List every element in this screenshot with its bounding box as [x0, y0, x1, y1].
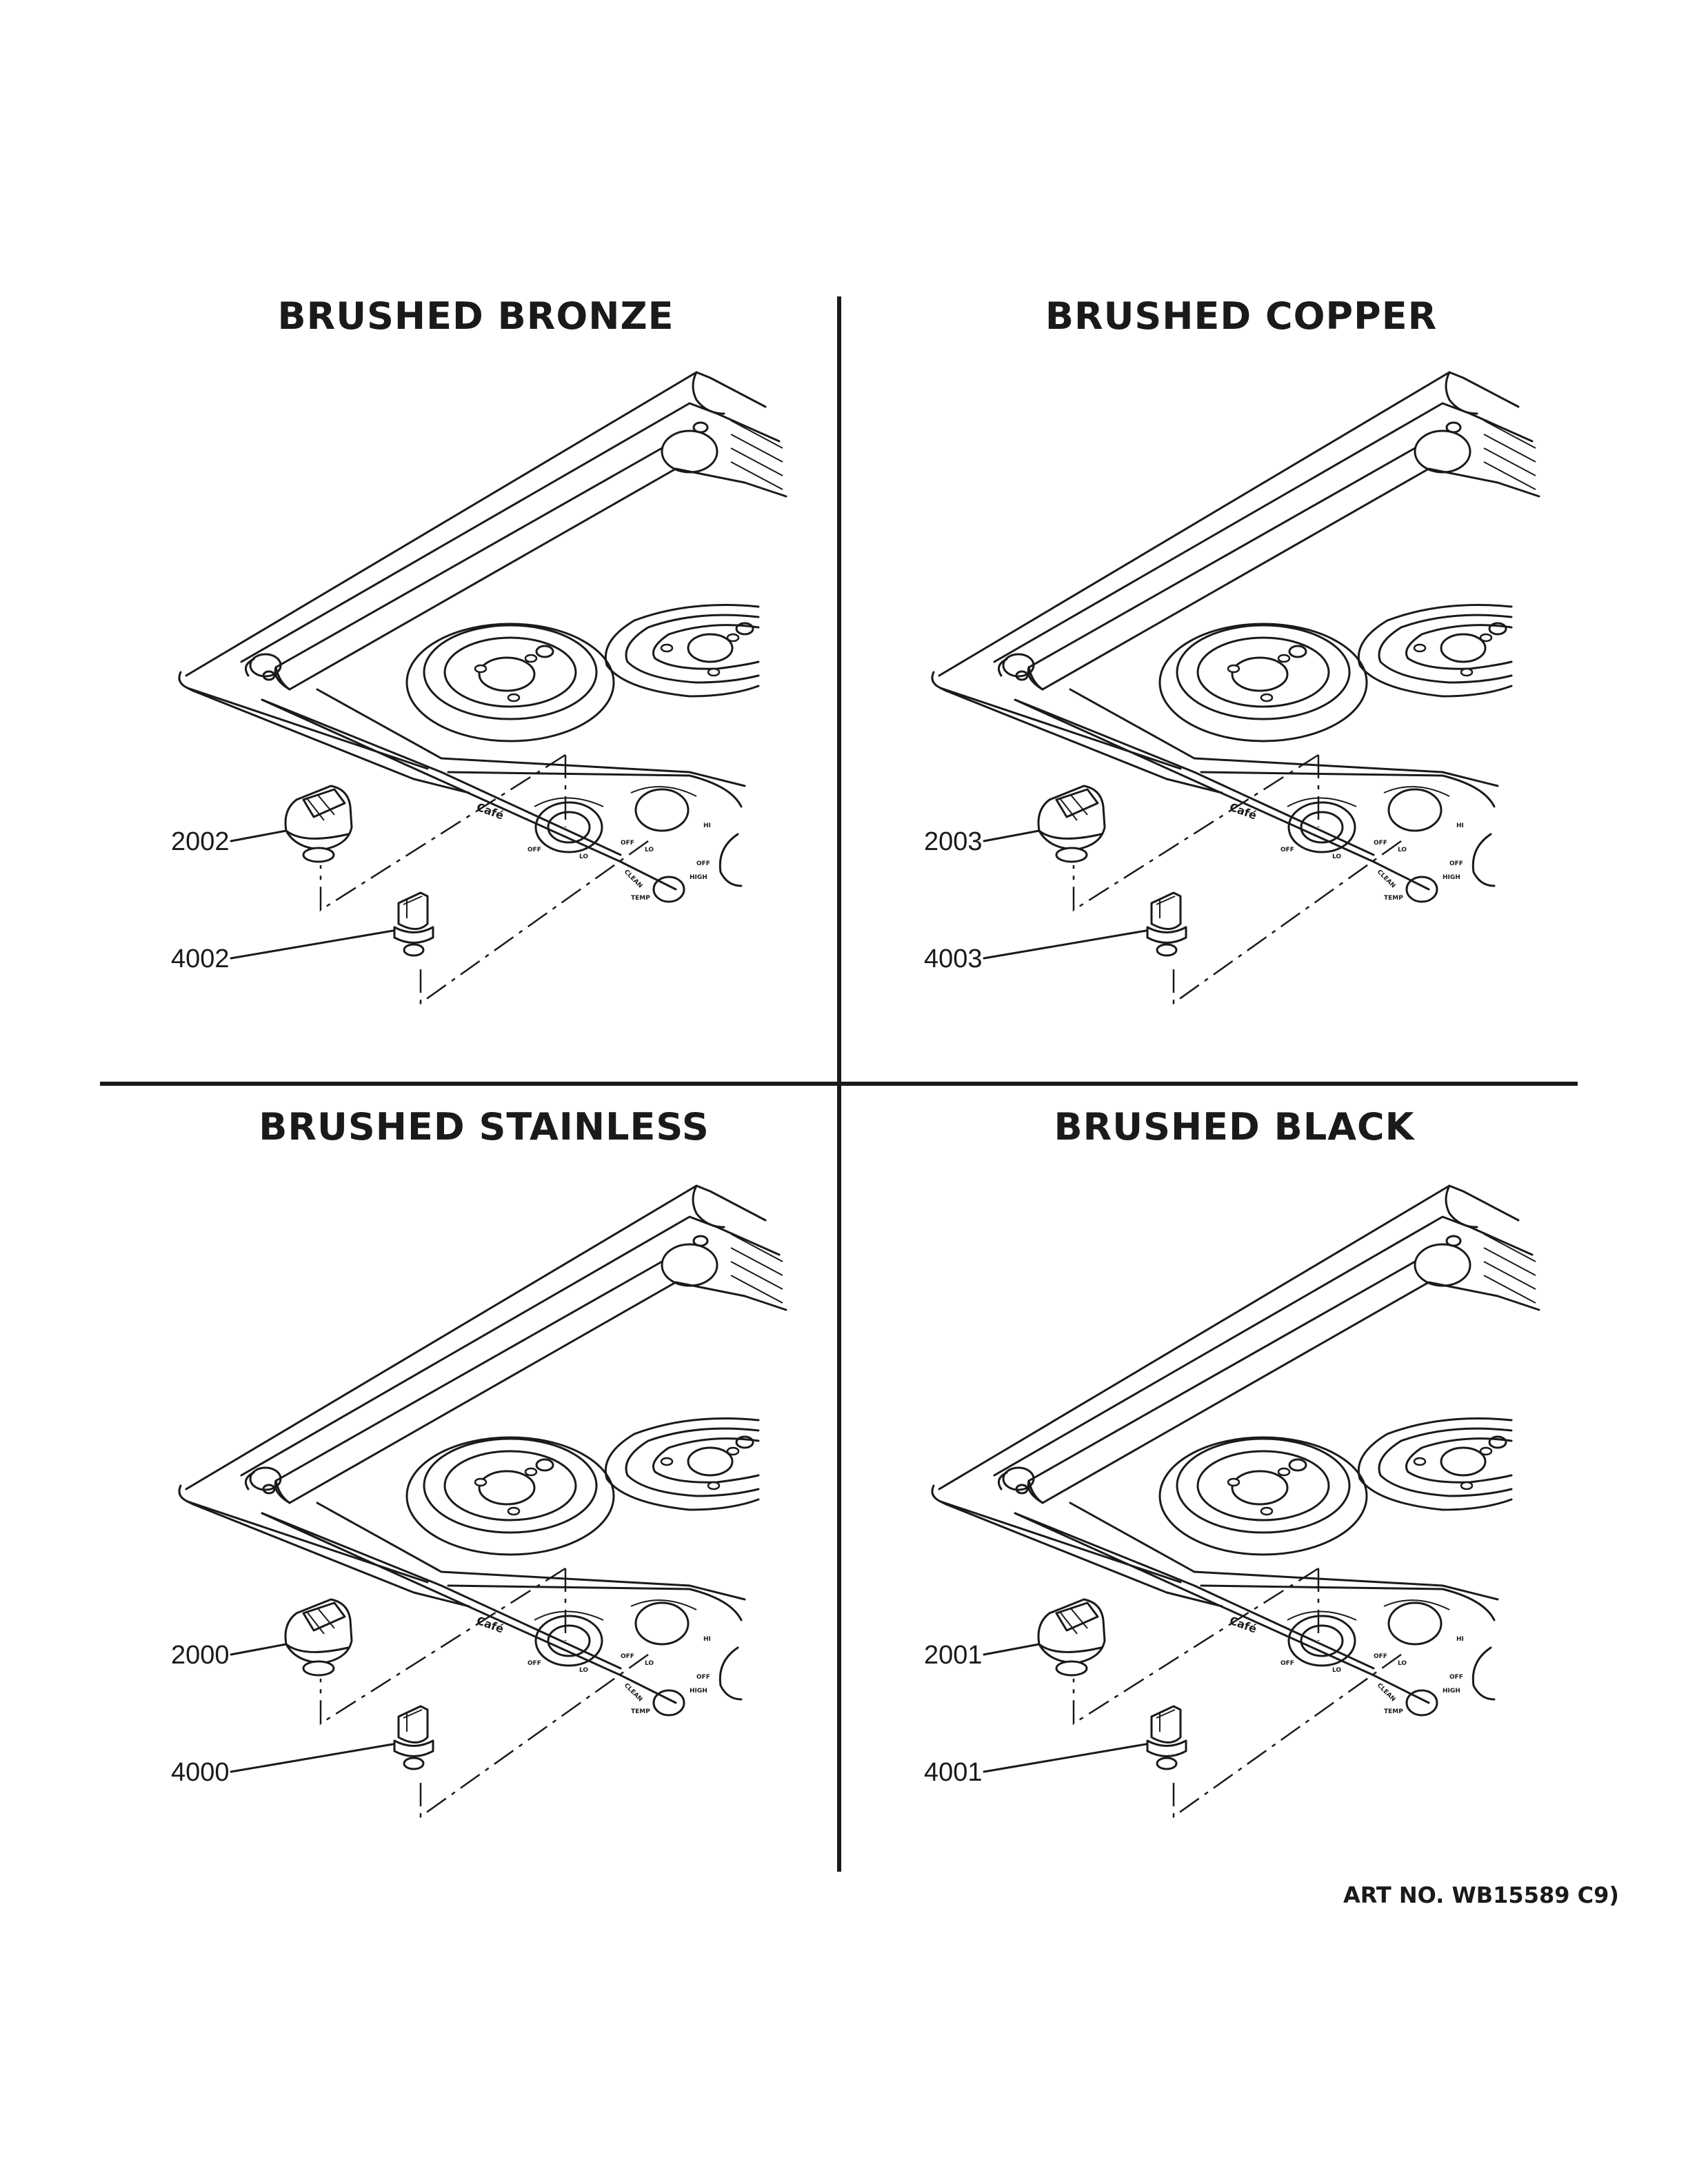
small-knob-callout: 4003 — [924, 944, 983, 973]
small-knob-callout: 4000 — [171, 1758, 230, 1787]
panel-title: BRUSHED BLACK — [1054, 1105, 1415, 1149]
small-knob-callout: 4002 — [171, 944, 230, 973]
cooktop-drawing — [931, 1184, 1540, 1818]
panel-title: BRUSHED BRONZE — [277, 294, 674, 338]
cooktop-drawing — [178, 371, 787, 1004]
cooktop-drawing — [931, 371, 1540, 1004]
panel-brushed-stainless: BRUSHED STAINLESS 2000 4000 — [171, 1105, 787, 1818]
panel-title: BRUSHED STAINLESS — [259, 1105, 709, 1149]
knob-callout: 2000 — [171, 1641, 230, 1670]
cooktop-drawing — [178, 1184, 787, 1818]
panel-brushed-black: BRUSHED BLACK 2001 4001 — [924, 1105, 1540, 1818]
art-number: ART NO. WB15589 C9) — [1343, 1882, 1619, 1908]
small-knob-callout: 4001 — [924, 1758, 983, 1787]
knob-callout: 2002 — [171, 827, 230, 856]
knob-callout: 2003 — [924, 827, 983, 856]
panel-title: BRUSHED COPPER — [1045, 294, 1437, 338]
panel-brushed-bronze: BRUSHED BRONZE 2002 4002 — [171, 294, 787, 1004]
knob-callout: 2001 — [924, 1641, 983, 1670]
panel-brushed-copper: BRUSHED COPPER 2003 4003 — [924, 294, 1540, 1004]
